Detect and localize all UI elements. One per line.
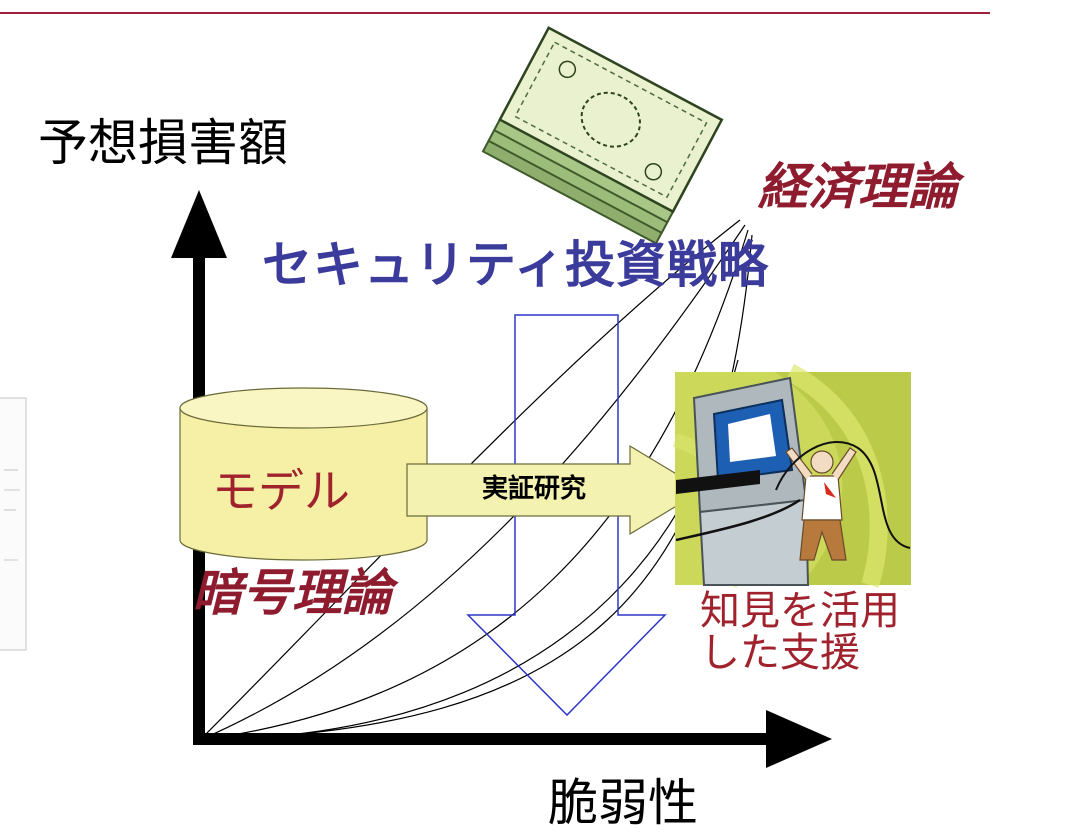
scanned-sheet-icon [0, 397, 27, 651]
database-cylinder-icon [179, 387, 428, 561]
support-label-line1: 知見を活用 [700, 588, 900, 634]
y-axis-label: 予想損害額 [38, 114, 288, 172]
risk-curve-2 [199, 224, 746, 741]
diagram-title: セキュリティ投資戦略 [262, 236, 769, 294]
computer-user-icon [672, 364, 911, 588]
empirical-research-arrow [406, 444, 705, 536]
x-axis [193, 710, 832, 768]
risk-curve-3 [199, 229, 749, 741]
support-label-line2: した支援 [700, 630, 860, 676]
x-axis-label: 脆弱性 [548, 774, 698, 832]
cryptography-label: 暗号理論 [192, 564, 392, 622]
economics-label: 経済理論 [758, 158, 958, 216]
money-stack-icon [481, 26, 724, 245]
model-label: モデル [212, 464, 350, 518]
empirical-research-label: 実証研究 [482, 474, 587, 504]
support-label: 知見を活用 した支援 [700, 590, 900, 674]
down-arrow [466, 314, 667, 717]
